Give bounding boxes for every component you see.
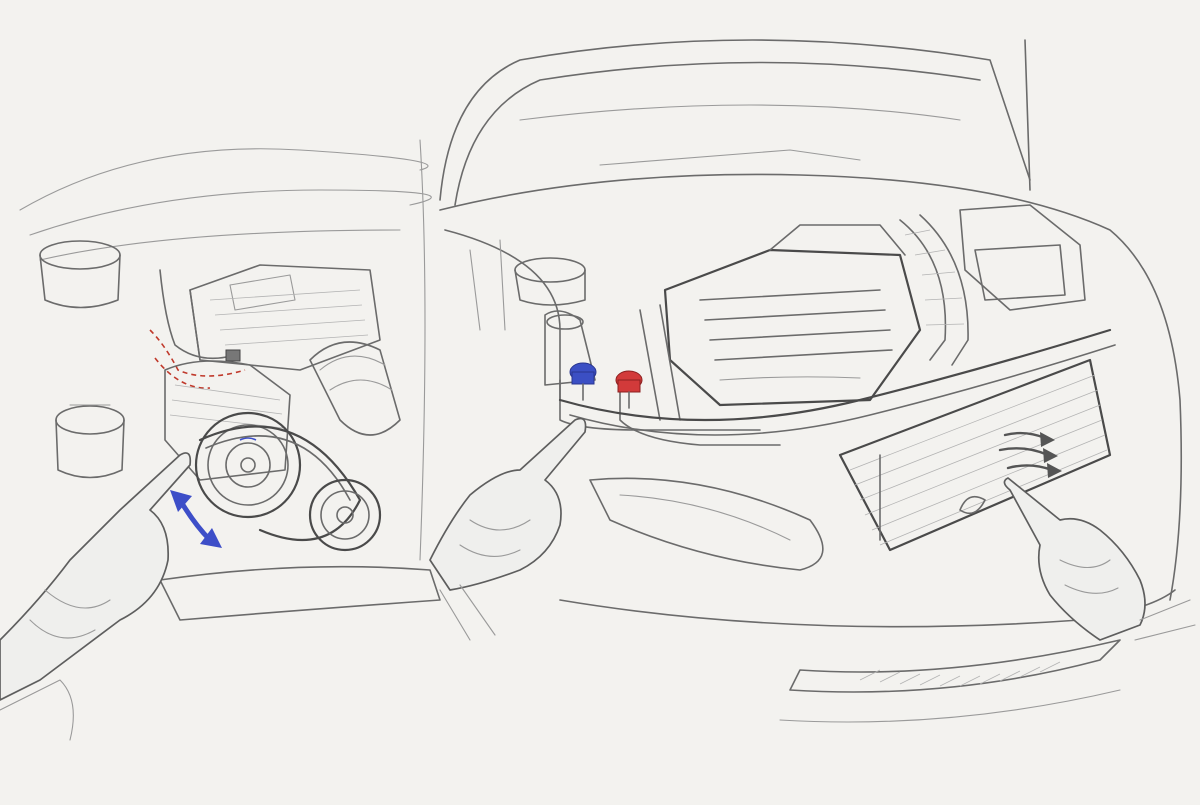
- rotation-arrow: [170, 490, 222, 548]
- serpentine-belt: [198, 425, 362, 542]
- engine-cover: [663, 224, 922, 407]
- compressor-pulley: [308, 478, 382, 552]
- pointing-glove-center: [429, 417, 587, 641]
- condenser: [838, 358, 1112, 552]
- radiator-support: [558, 328, 1116, 436]
- fender-outline: [439, 173, 1183, 601]
- intake-hose: [899, 214, 969, 366]
- headlight: [589, 477, 824, 571]
- pointing-glove-right: [1003, 477, 1196, 641]
- airflow-arrows: [998, 431, 1062, 478]
- raised-hood: [439, 39, 1031, 206]
- compressor-clutch: [164, 360, 302, 519]
- high-side-service-cap: [615, 370, 643, 409]
- panel-divider: [419, 139, 426, 561]
- left-engine-block: [189, 264, 401, 436]
- pointing-glove: [0, 452, 192, 741]
- wiring-connector: [149, 269, 246, 389]
- left-engine-background: [19, 148, 432, 479]
- low-side-service-cap: [569, 362, 597, 401]
- left-radiator-support: [159, 565, 441, 621]
- battery: [959, 204, 1086, 311]
